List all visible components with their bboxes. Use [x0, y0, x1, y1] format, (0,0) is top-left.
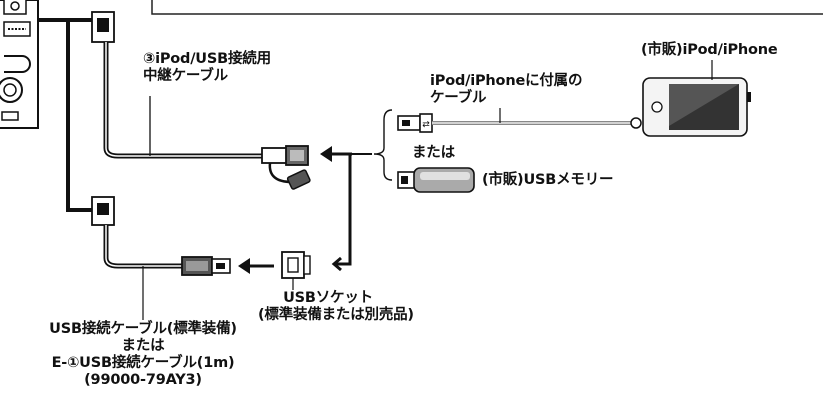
usb-memory-icon: [397, 167, 475, 193]
l-connector-upper-icon: [91, 11, 115, 43]
head-unit-wiring: [38, 18, 98, 212]
usb-cable-label-line3: E-①USB接続ケーブル(1m): [51, 355, 235, 371]
ipod-cable-label-line2: ケーブル: [430, 90, 487, 106]
usb-cable-line: [103, 225, 186, 269]
relay-cable-label: ③iPod/USB接続用 中継ケーブル: [143, 51, 271, 85]
usb-socket-label: USBソケット (標準装備または別売品): [258, 290, 414, 324]
arrow-to-relay-icon: [320, 146, 352, 162]
junction-line: [336, 154, 352, 266]
relay-usb-connector-icon: [261, 145, 309, 166]
svg-text:⇄: ⇄: [422, 120, 430, 130]
relay-cable-label-line2: 中継ケーブル: [143, 68, 228, 84]
reference-box-outline: [151, 0, 823, 15]
or-label-middle: または: [412, 145, 455, 161]
usb-cable-label: USB接続ケーブル(標準装備) または E-①USB接続ケーブル(1m) (99…: [0, 321, 286, 389]
ipod-cable-label: iPod/iPhoneに付属の ケーブル: [430, 73, 582, 107]
ipod-cable-label-line1: iPod/iPhoneに付属の: [430, 73, 583, 89]
arrow-to-usb-plug-icon: [238, 258, 274, 274]
relay-cable-label-line1: ③iPod/USB接続用: [143, 51, 271, 67]
l-connector-lower-icon: [91, 196, 115, 226]
usb-socket-label-line1: USBソケット: [283, 290, 373, 306]
connector-cap-icon: [286, 169, 311, 190]
usb-cable-plug-icon: [181, 256, 231, 276]
usb-socket-label-line2: (標準装備または別売品): [258, 307, 414, 323]
usb-cable-label-line2: または: [121, 338, 165, 354]
arrow-to-socket-icon: [331, 256, 342, 272]
ipod-device-icon: [642, 77, 751, 137]
head-unit-icon: [0, 0, 39, 129]
usb-socket-icon: [281, 251, 311, 279]
usb-cable-label-line4: (99000-79AY3): [84, 372, 202, 388]
ipod-usb-plug-icon: ⇄: [397, 113, 433, 133]
usb-cable-label-line1: USB接続ケーブル(標準装備): [49, 321, 237, 337]
option-bracket: [373, 109, 393, 181]
usb-memory-label: (市販)USBメモリー: [482, 172, 614, 188]
ipod-device-label: (市販)iPod/iPhone: [641, 42, 778, 58]
